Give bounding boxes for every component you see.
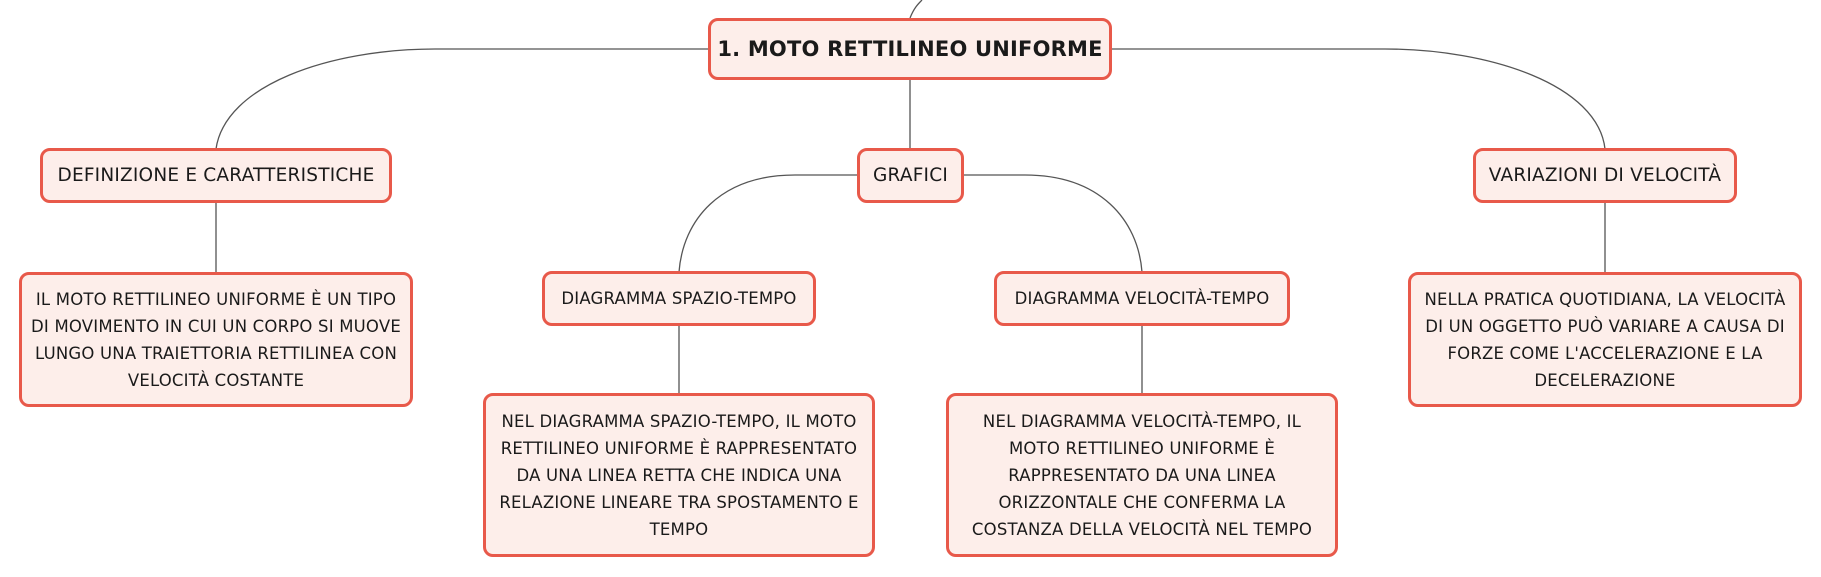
detail-spazio-tempo[interactable]: NEL DIAGRAMMA SPAZIO-TEMPO, IL MOTO RETT… <box>483 393 875 557</box>
root-topic[interactable]: 1. MOTO RETTILINEO UNIFORME <box>708 18 1112 80</box>
connector-parent-stub <box>909 0 923 19</box>
subtopic-velocita-tempo[interactable]: DIAGRAMMA VELOCITÀ-TEMPO <box>994 271 1290 326</box>
connector-grafici-spazio <box>678 174 858 273</box>
connector-grafici-velocita <box>963 174 1143 273</box>
connector-root-variazioni <box>1112 48 1606 150</box>
branch-grafici[interactable]: GRAFICI <box>857 148 964 203</box>
detail-definizione[interactable]: IL MOTO RETTILINEO UNIFORME È UN TIPO DI… <box>19 272 413 407</box>
branch-definizione[interactable]: DEFINIZIONE E CARATTERISTICHE <box>40 148 392 203</box>
branch-variazioni[interactable]: VARIAZIONI DI VELOCITÀ <box>1473 148 1737 203</box>
subtopic-spazio-tempo[interactable]: DIAGRAMMA SPAZIO-TEMPO <box>542 271 816 326</box>
detail-velocita-tempo[interactable]: NEL DIAGRAMMA VELOCITÀ-TEMPO, IL MOTO RE… <box>946 393 1338 557</box>
connector-root-definizione <box>215 48 710 150</box>
detail-variazioni[interactable]: NELLA PRATICA QUOTIDIANA, LA VELOCITÀ DI… <box>1408 272 1802 407</box>
